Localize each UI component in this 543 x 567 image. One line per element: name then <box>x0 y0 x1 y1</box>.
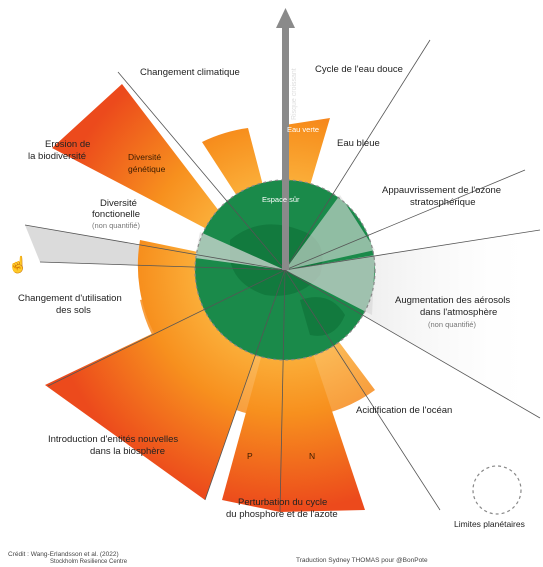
continent-shape-2 <box>300 297 345 336</box>
label-aerosols-2: dans l'atmosphère <box>420 307 498 318</box>
label-phosphore-2: du phosphore et de l'azote <box>226 509 338 520</box>
label-n: N <box>309 451 316 461</box>
risk-arrow-label: Risque croissant <box>291 68 298 120</box>
label-eau-bleue: Eau bleue <box>337 138 380 149</box>
label-entites-1: Introduction d'entités nouvelles <box>48 434 179 445</box>
label-changement-climatique: Changement climatique <box>140 67 240 78</box>
label-aerosols-1: Augmentation des aérosols <box>395 295 511 306</box>
label-diversite-genetique-2: génétique <box>128 164 166 174</box>
label-erosion-1: Erosion de <box>45 139 91 150</box>
credit-line-2: Stockholm Resilience Centre <box>50 559 128 565</box>
label-sols-2: des sols <box>56 305 91 316</box>
label-aerosols-3: (non quantifié) <box>428 320 476 329</box>
label-limites-planetaires: Limites planétaires <box>454 519 525 529</box>
label-p: P <box>247 451 253 461</box>
label-non-quantifie-diversite: (non quantifié) <box>92 221 140 230</box>
overlay-ozone <box>285 195 375 270</box>
label-diversite-fonctionnelle-2: fonctionelle <box>92 209 141 220</box>
risk-arrow-head <box>276 8 295 28</box>
label-diversite-genetique-1: Diversité <box>128 152 162 162</box>
legend-dashed-circle <box>472 465 522 515</box>
label-eau-verte: Eau verte <box>287 125 320 134</box>
overlay-diversite <box>195 232 285 270</box>
label-erosion-2: la biodiversité <box>28 151 87 162</box>
credit-line-1: Crédit : Wang-Erlandsson et al. (2022) <box>8 551 119 558</box>
label-diversite-fonctionnelle-1: Diversité <box>100 198 137 209</box>
label-phosphore-1: Perturbation du cycle <box>238 497 328 508</box>
overlay-aerosols <box>285 255 375 315</box>
label-ocean: Acidification de l'océan <box>356 405 453 416</box>
mouse-cursor-icon: ☝ <box>8 257 28 274</box>
label-sols-1: Changement d'utilisation <box>18 293 122 304</box>
boundary-circle <box>194 179 376 361</box>
label-espace-sur: Espace sûr <box>262 195 300 204</box>
translation-credit: Traduction Sydney THOMAS pour @BonPote <box>296 557 428 564</box>
risk-arrow-shaft <box>282 25 289 270</box>
label-entites-2: dans la biosphère <box>90 446 165 457</box>
label-cycle-eau: Cycle de l'eau douce <box>315 64 403 75</box>
sector-lines <box>24 39 541 513</box>
label-ozone-2: stratosphérique <box>410 197 476 208</box>
label-ozone-1: Appauvrissement de l'ozone <box>382 185 502 196</box>
